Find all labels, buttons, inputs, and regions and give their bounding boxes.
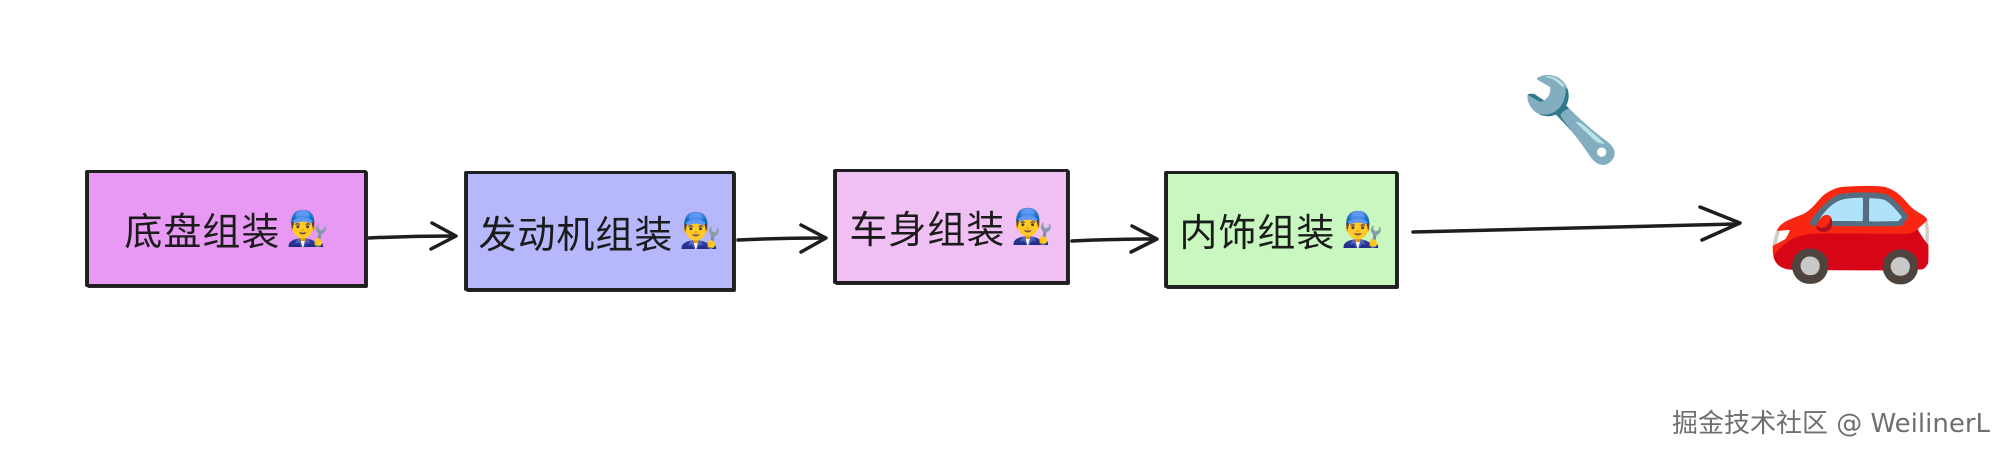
step-label: 内饰组装 bbox=[1179, 211, 1336, 255]
step-box-engine: 发动机组装 👨‍🔧 bbox=[465, 171, 735, 291]
step-box-interior: 内饰组装 👨‍🔧 bbox=[1165, 171, 1398, 288]
mechanic-icon: 👨‍🔧 bbox=[1011, 206, 1054, 247]
step-label: 车身组装 bbox=[849, 208, 1006, 252]
arrow-4 bbox=[1411, 205, 1742, 242]
step-box-body: 车身组装 👨‍🔧 bbox=[834, 169, 1069, 284]
arrow-3 bbox=[1070, 224, 1159, 254]
arrow-1 bbox=[367, 221, 458, 251]
mechanic-icon: 👨‍🔧 bbox=[286, 208, 329, 249]
step-label: 底盘组装 bbox=[124, 210, 281, 254]
car-icon: 🚗 bbox=[1764, 126, 1939, 289]
step-box-chassis: 底盘组装 👨‍🔧 bbox=[86, 170, 367, 287]
step-label: 发动机组装 bbox=[478, 212, 674, 257]
watermark: 掘金技术社区 @ WeilinerL bbox=[1671, 409, 1990, 439]
arrow-2 bbox=[736, 223, 828, 254]
mechanic-icon: 👨‍🔧 bbox=[1341, 209, 1384, 250]
mechanic-icon: 👨‍🔧 bbox=[679, 211, 722, 251]
wrench-icon: 🔧 bbox=[1520, 73, 1623, 168]
